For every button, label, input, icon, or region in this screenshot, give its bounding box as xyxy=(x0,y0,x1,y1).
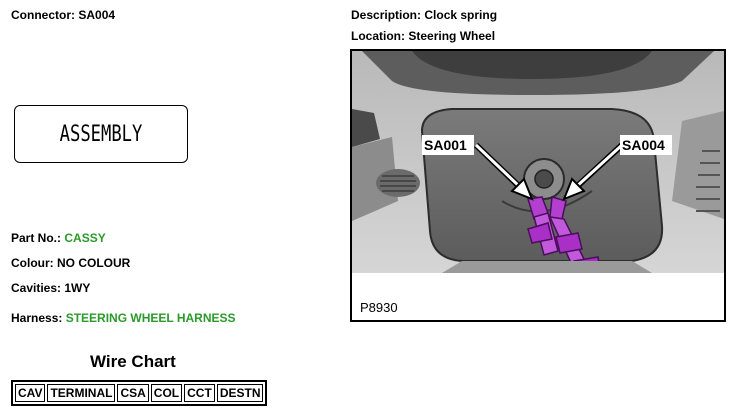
part-no-line: Part No.: CASSY xyxy=(11,231,106,245)
figure-footer xyxy=(352,273,724,320)
left-vent-grille xyxy=(376,169,420,197)
location-line: Location: Steering Wheel xyxy=(351,29,495,43)
connector-line: Connector: SA004 xyxy=(11,8,115,22)
callout-arrow-left-inner xyxy=(474,143,522,189)
connector-middle-plug xyxy=(555,232,583,254)
steering-wheel-illustration: SA001 SA004 P8930 xyxy=(352,51,724,320)
colour-label: Colour: xyxy=(11,256,54,270)
column-header-col: COL xyxy=(150,384,183,402)
connector-left-plug xyxy=(527,222,553,244)
location-label: Location: xyxy=(351,29,405,43)
column-header-terminal: TERMINAL xyxy=(47,384,116,402)
colour-line: Colour: NO COLOUR xyxy=(11,256,130,270)
left-column-shroud xyxy=(352,137,398,221)
assembly-text: ASSEMBLY xyxy=(59,121,143,147)
harness-link[interactable]: STEERING WHEEL HARNESS xyxy=(65,311,236,325)
left-stalk xyxy=(352,109,380,147)
callout-right-label: SA004 xyxy=(622,137,665,153)
description-line: Description: Clock spring xyxy=(351,8,497,22)
column-header-destn: DESTN xyxy=(216,384,264,402)
part-no-label: Part No.: xyxy=(11,231,62,245)
cavities-line: Cavities: 1WY xyxy=(11,281,90,295)
callout-right-box xyxy=(620,135,672,155)
cavities-label: Cavities: xyxy=(11,281,62,295)
column-header-cav: CAV xyxy=(15,384,46,402)
callout-arrow-right-inner xyxy=(574,143,624,189)
shaft-nut xyxy=(534,169,554,189)
wire-chart-header-row: CAV TERMINAL CSA COL CCT DESTN xyxy=(15,384,264,402)
colour-value: NO COLOUR xyxy=(57,256,131,270)
figure-code: P8930 xyxy=(360,300,398,315)
right-column-shroud xyxy=(672,111,724,219)
column-header-cct: CCT xyxy=(184,384,215,402)
connector-label: Connector: xyxy=(11,8,75,22)
description-value: Clock spring xyxy=(424,8,498,22)
arrow-head-right xyxy=(562,177,586,201)
cavities-value: 1WY xyxy=(64,281,91,295)
left-vent-lines xyxy=(380,175,416,192)
location-figure: SA001 SA004 P8930 xyxy=(350,49,726,322)
callout-left-label: SA001 xyxy=(424,137,467,153)
instrument-cluster-inner xyxy=(412,51,652,79)
harness-line: Harness: STEERING WHEEL HARNESS xyxy=(11,311,236,325)
wire-chart-table: CAV TERMINAL CSA COL CCT DESTN xyxy=(11,380,268,406)
arrow-head-left xyxy=(510,177,534,201)
connector-value: SA004 xyxy=(78,8,116,22)
callout-left-box xyxy=(422,135,474,155)
part-no-link[interactable]: CASSY xyxy=(64,231,106,245)
column-header-csa: CSA xyxy=(117,384,149,402)
wire-chart-title: Wire Chart xyxy=(90,352,176,371)
assembly-box: ASSEMBLY xyxy=(14,105,188,163)
harness-label: Harness: xyxy=(11,311,63,325)
location-value: Steering Wheel xyxy=(408,29,496,43)
description-label: Description: xyxy=(351,8,422,22)
right-vent-lines xyxy=(696,150,720,212)
hub-base xyxy=(442,261,652,273)
